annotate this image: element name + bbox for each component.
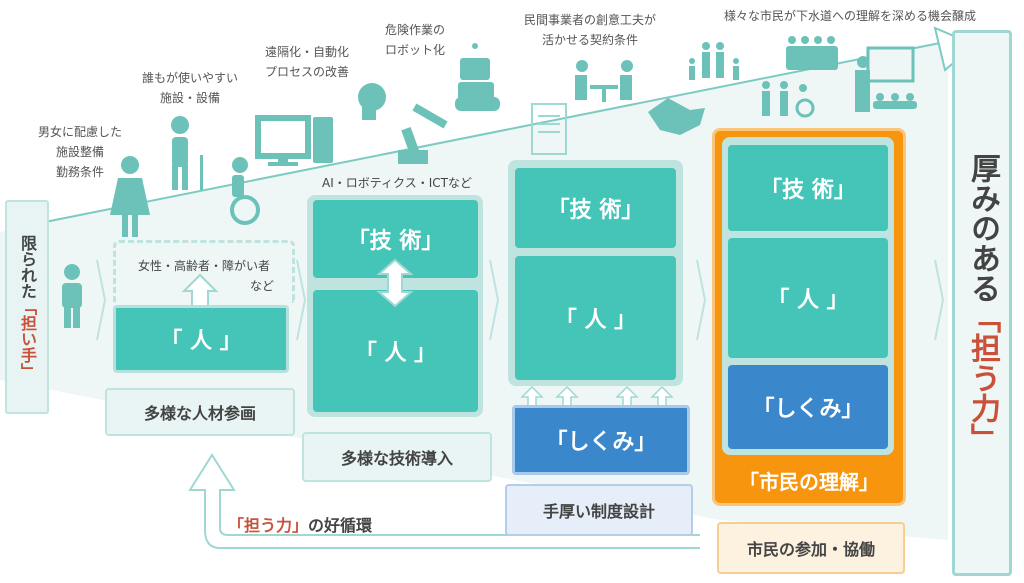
label-citizens: 様々な市民が下水道への理解を深める機会醸成 — [723, 9, 976, 23]
ai-brain-icon — [358, 83, 386, 120]
diverse-note: 女性・高齢者・障がい者 — [137, 259, 270, 273]
person-box-4: 「 人 」 — [728, 238, 888, 358]
chevron-1 — [96, 259, 107, 341]
person-box-2: 「 人 」 — [313, 290, 478, 412]
computer-icon — [255, 115, 333, 166]
good-cycle-label: 「担う力」の好循環 — [228, 512, 372, 536]
double-arrow-icon — [376, 258, 414, 308]
person-box-1: 「 人 」 — [113, 305, 289, 373]
label-automation: 遠隔化・自動化 プロセスの改善 — [264, 45, 349, 79]
teacher-icon — [855, 46, 917, 112]
label-gender: 男女に配慮した 施設整備 勤務条件 — [37, 125, 122, 179]
meeting-icon — [575, 60, 633, 102]
label-contract: 民間事業者の創意工夫が 活かせる契約条件 — [523, 13, 656, 47]
limited-label: 限られた — [18, 235, 37, 299]
family-icon — [689, 42, 739, 80]
diverse-people-dashed-box: 女性・高齢者・障がい者 など — [113, 240, 295, 303]
diverse-note-etc: など — [249, 279, 274, 293]
robot-arm-icon — [398, 103, 448, 164]
robust-label: 厚みのある — [965, 153, 1000, 303]
caption-diverse-tech: 多様な技術導入 — [302, 432, 492, 482]
group-icon — [786, 36, 838, 70]
tech-box-3: 「技 術」 — [515, 168, 676, 248]
label-robot: 危険作業の ロボット化 — [384, 23, 445, 57]
citizen-understanding-label: 「市民の理解」 — [739, 470, 879, 494]
contract-icon — [531, 103, 567, 155]
cycle-rest: の好循環 — [308, 516, 373, 535]
limited-workers-box: 限られた「担い手」 — [5, 200, 49, 414]
robot-icon — [455, 43, 500, 111]
cycle-highlight: 「担う力」 — [228, 516, 309, 535]
up-arrow-icon — [181, 273, 219, 308]
person-box-3: 「 人 」 — [515, 256, 676, 380]
label-universal: 誰もが使いやすい 施設・設備 — [141, 71, 238, 105]
system-box-4: 「しくみ」 — [728, 365, 888, 449]
support-arrows-icon — [520, 385, 674, 408]
handshake-icon — [648, 98, 705, 135]
caption-citizen-participation: 市民の参加・協働 — [717, 522, 905, 574]
person-icon — [62, 264, 82, 328]
system-box-3: 「しくみ」 — [512, 405, 690, 475]
cycle-arrow — [188, 453, 700, 549]
tech-note: AI・ロボティクス・ICTなど — [322, 176, 472, 190]
workers-label: 「担い手」 — [18, 299, 37, 379]
elderly-icon — [171, 116, 203, 190]
caption-institutional-design: 手厚い制度設計 — [505, 484, 693, 536]
wheelchair-user-icon — [230, 157, 260, 225]
robust-capacity-box: 厚みのある「担う力」 — [952, 30, 1012, 576]
woman-icon — [110, 156, 150, 237]
diverse-people-icon — [762, 81, 815, 118]
caption-diverse-talent: 多様な人材参画 — [105, 388, 295, 436]
tech-box-4: 「技 術」 — [728, 145, 888, 231]
capacity-label: 「担う力」 — [965, 303, 1000, 453]
